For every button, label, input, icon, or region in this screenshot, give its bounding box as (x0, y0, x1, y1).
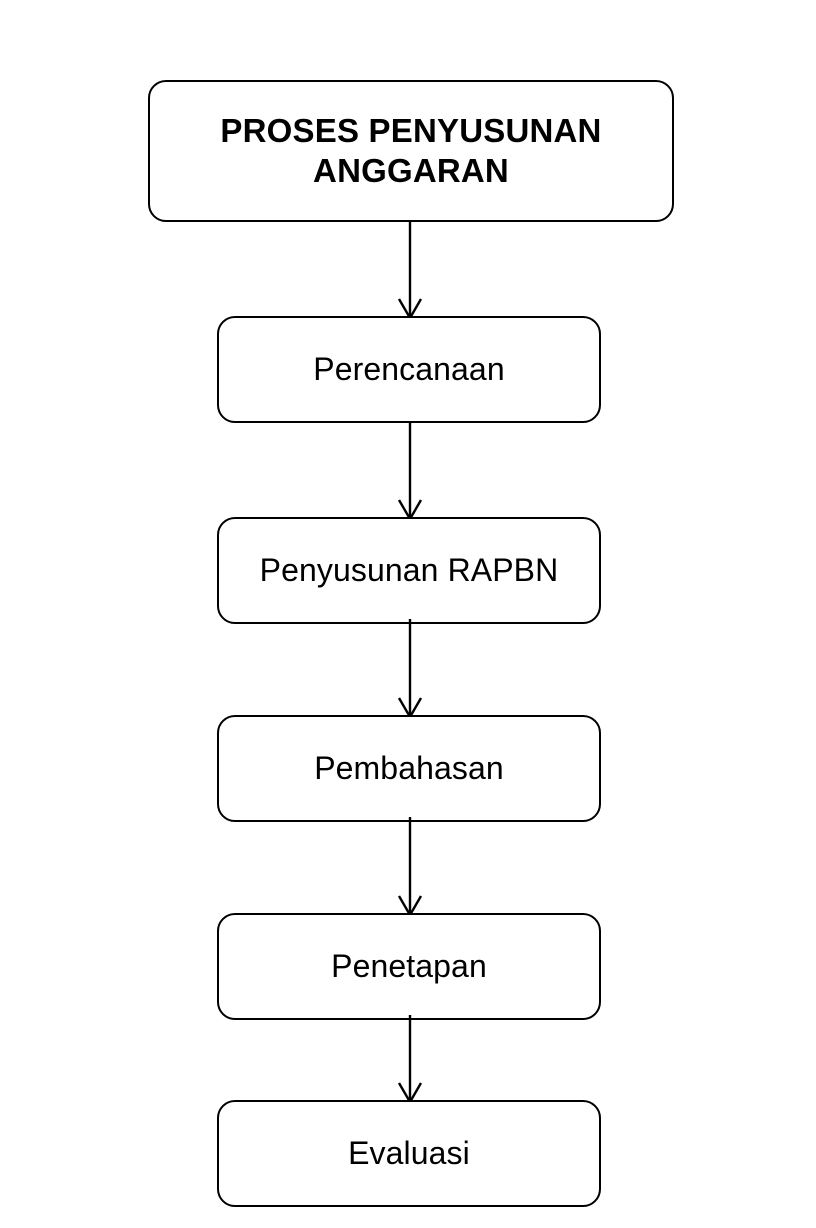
arrow-down-icon (378, 421, 442, 521)
arrow-down-icon (378, 220, 442, 320)
flow-node-step-4[interactable]: Penetapan (217, 913, 601, 1020)
flow-node-title[interactable]: PROSES PENYUSUNAN ANGGARAN (148, 80, 674, 222)
flow-node-title-line-1: PROSES PENYUSUNAN (220, 111, 602, 149)
flow-connector-1 (378, 220, 442, 320)
arrow-down-icon (378, 1015, 442, 1104)
flow-connector-4 (378, 817, 442, 917)
flow-node-step-2[interactable]: Penyusunan RAPBN (217, 517, 601, 624)
flow-node-title-label: PROSES PENYUSUNAN ANGGARAN (202, 111, 619, 192)
flow-node-step-1[interactable]: Perencanaan (217, 316, 601, 423)
arrow-down-icon (378, 619, 442, 719)
flow-node-step-5-label: Evaluasi (348, 1135, 470, 1172)
flow-connector-2 (378, 421, 442, 521)
flow-node-step-5[interactable]: Evaluasi (217, 1100, 601, 1207)
flow-node-step-3[interactable]: Pembahasan (217, 715, 601, 822)
flow-node-step-4-label: Penetapan (331, 948, 487, 985)
flow-node-step-1-label: Perencanaan (313, 351, 505, 388)
flow-node-title-line-2: ANGGARAN (313, 152, 509, 189)
flow-connector-5 (378, 1015, 442, 1104)
flow-node-step-2-label: Penyusunan RAPBN (259, 552, 559, 589)
flow-connector-3 (378, 619, 442, 719)
flow-node-step-3-label: Pembahasan (314, 750, 504, 787)
arrow-down-icon (378, 817, 442, 917)
